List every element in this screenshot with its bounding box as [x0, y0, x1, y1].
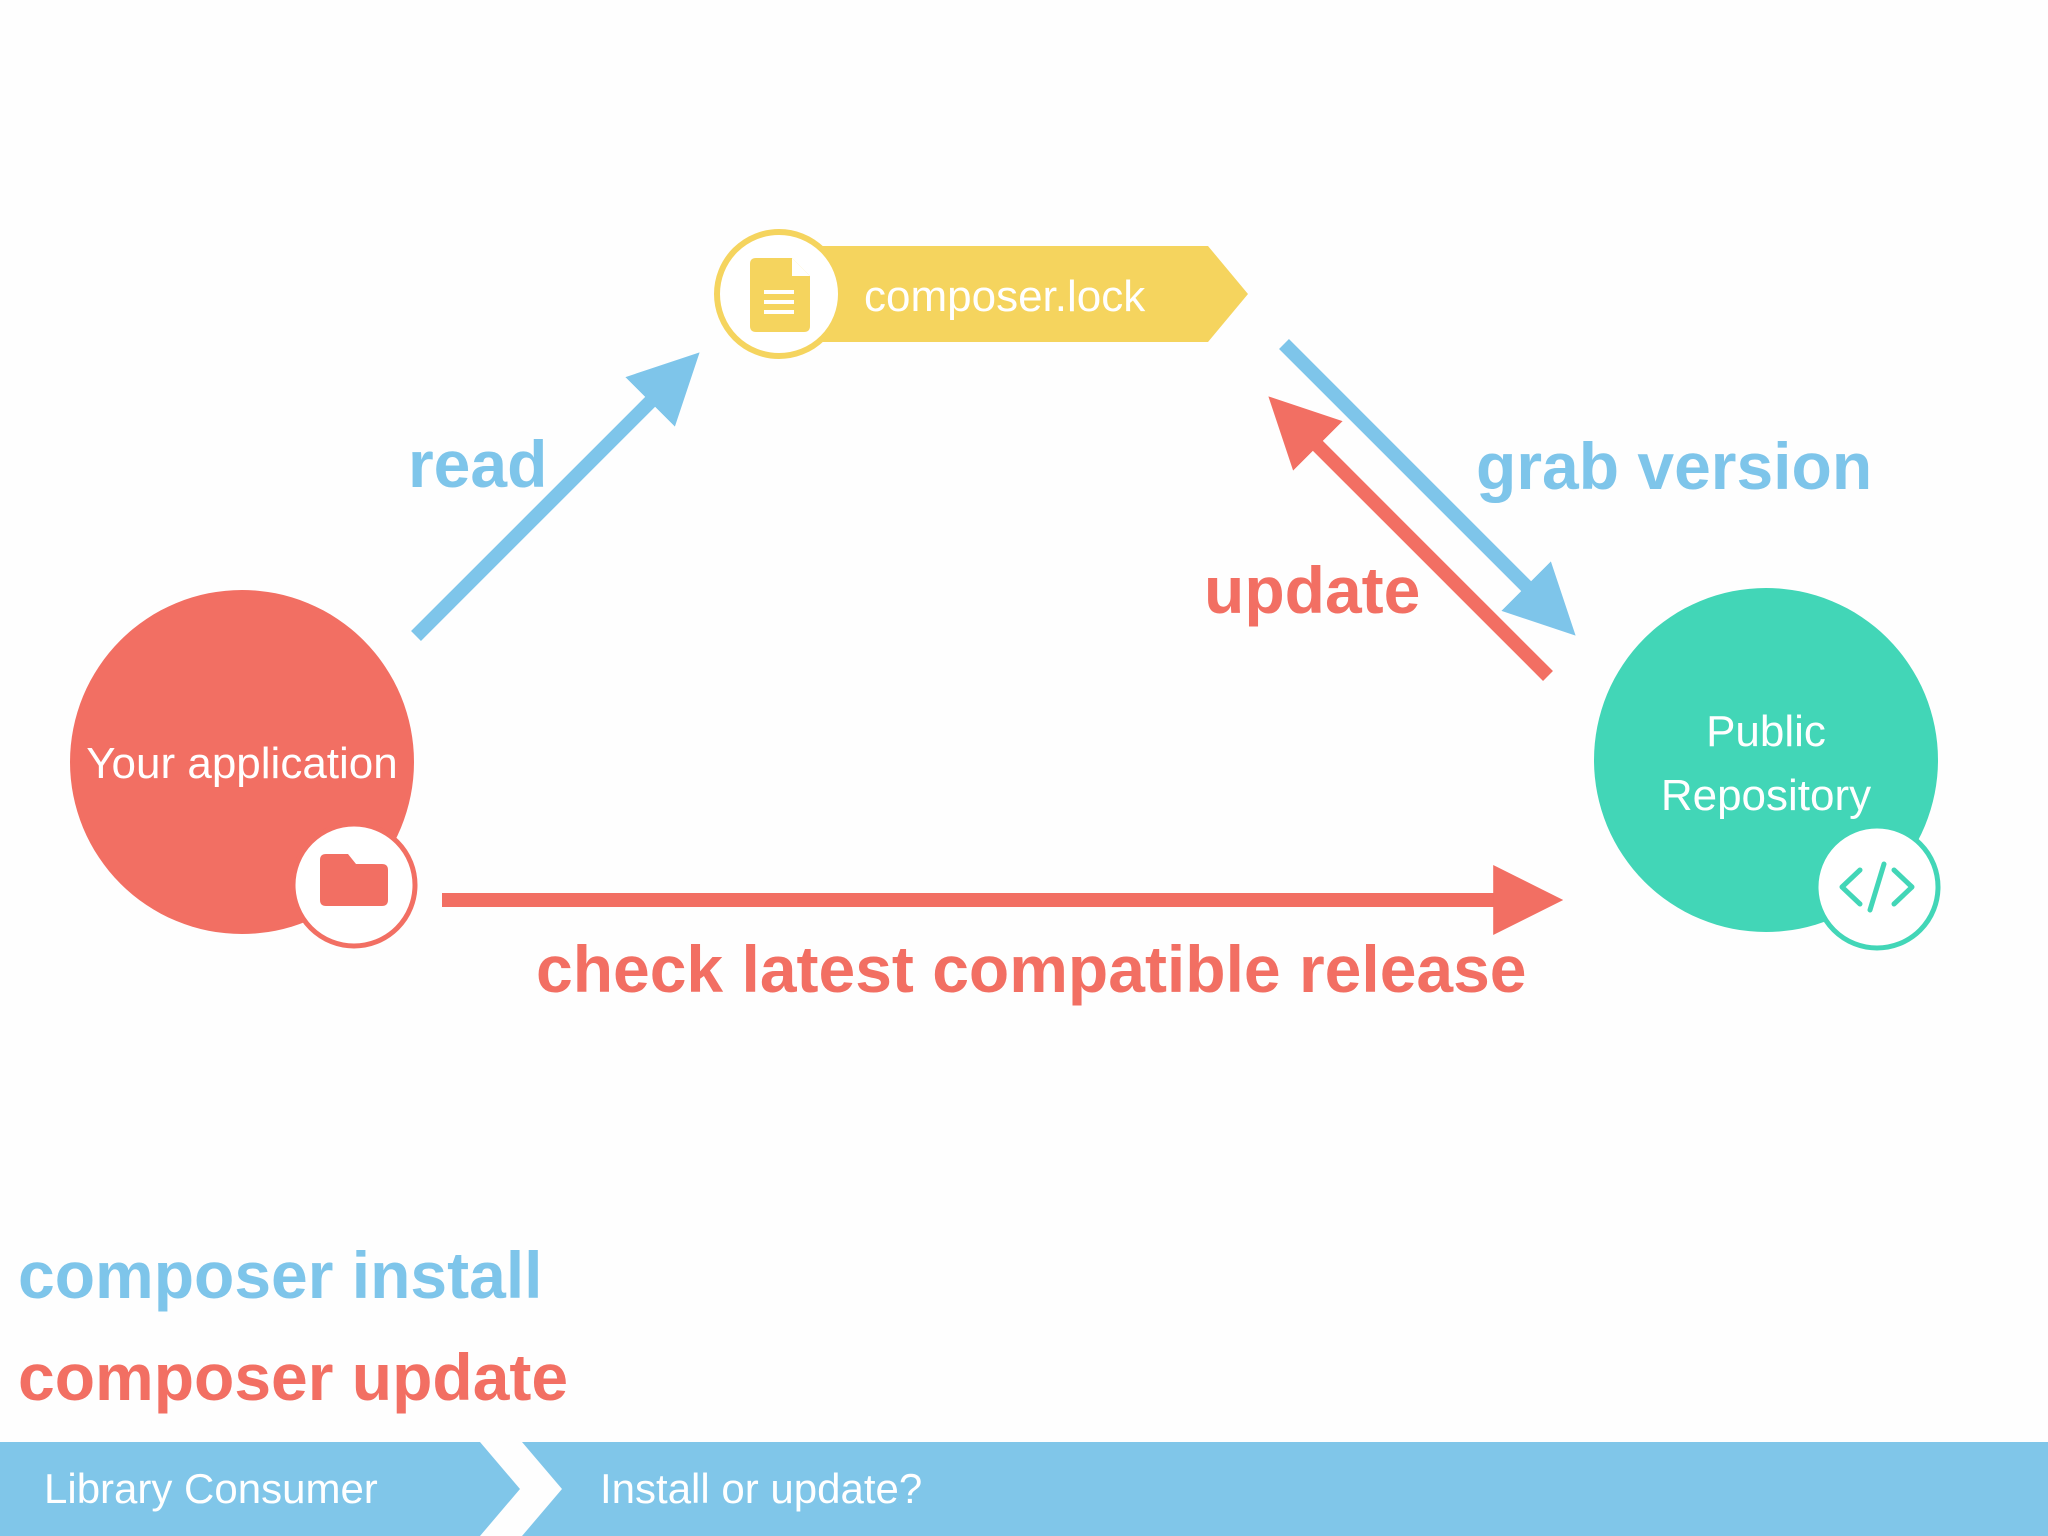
code-icon	[1839, 861, 1915, 913]
legend-composer-update: composer update	[18, 1340, 568, 1414]
breadcrumb-library-consumer[interactable]: Library Consumer	[44, 1465, 378, 1512]
update-arrow	[1268, 396, 1553, 681]
public-repository-node: Public Repository	[1594, 588, 1941, 951]
grab-version-arrow	[1279, 339, 1576, 636]
your-application-node: Your application	[70, 590, 418, 949]
folder-icon	[320, 854, 388, 906]
your-application-label: Your application	[86, 739, 398, 788]
check-release-label: check latest compatible release	[536, 932, 1527, 1006]
footer-breadcrumb: Library Consumer Install or update?	[0, 1442, 2048, 1536]
grab-version-label: grab version	[1476, 429, 1872, 503]
composer-lock-label: composer.lock	[864, 272, 1146, 321]
legend-composer-install: composer install	[18, 1238, 543, 1312]
breadcrumb-separator	[480, 1442, 562, 1536]
read-arrow	[411, 352, 700, 641]
read-label: read	[408, 427, 547, 501]
public-repository-label-line1: Public	[1706, 707, 1826, 756]
public-repository-label-line2: Repository	[1661, 771, 1871, 820]
update-label: update	[1204, 553, 1420, 627]
breadcrumb-install-or-update[interactable]: Install or update?	[600, 1465, 923, 1512]
composer-lock-banner	[780, 246, 1248, 342]
document-icon	[750, 258, 810, 332]
composer-lock-node: composer.lock	[714, 229, 1248, 359]
